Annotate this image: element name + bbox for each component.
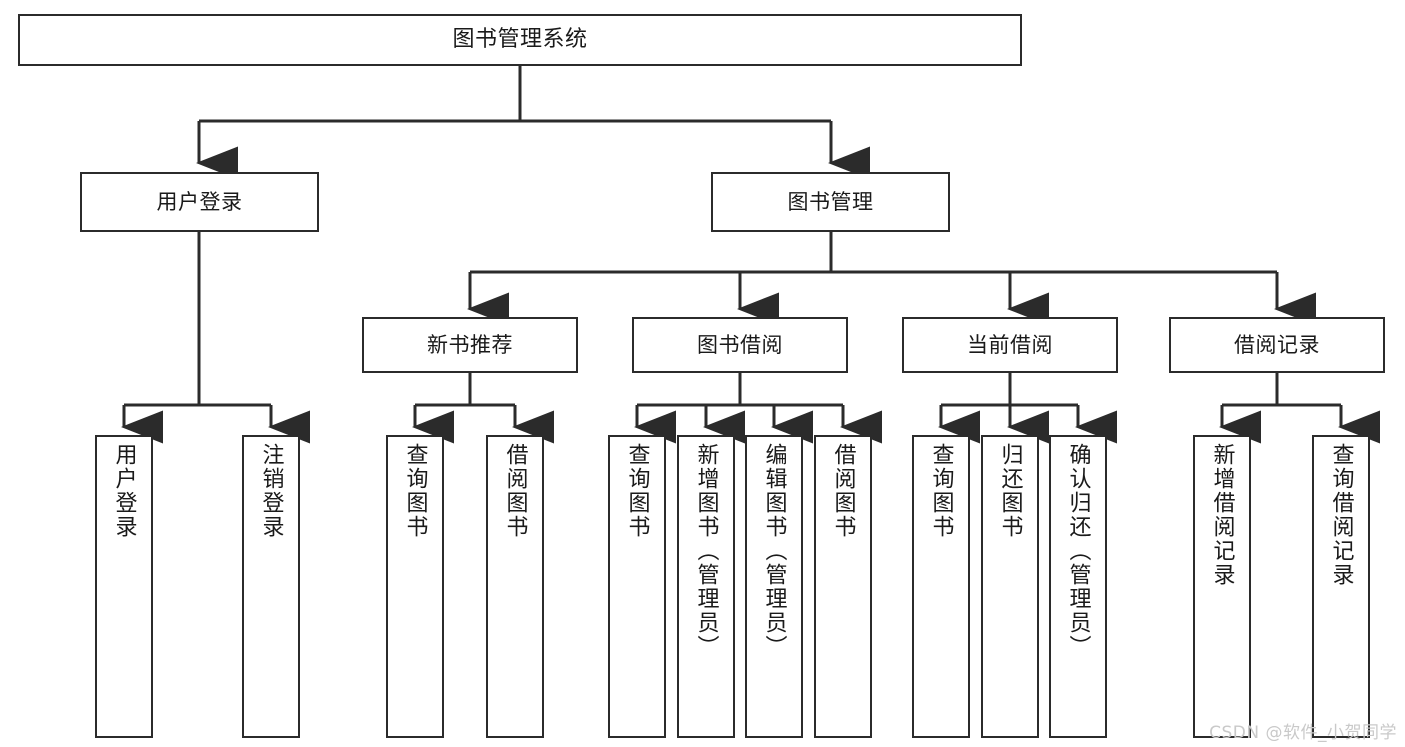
node-label: 用户登录 bbox=[111, 443, 137, 539]
leaf-logout[interactable]: 注销登录 bbox=[242, 435, 300, 738]
node-label: 归还图书 bbox=[997, 443, 1023, 539]
leaf-edit-book-admin[interactable]: 编辑图书（管理员） bbox=[745, 435, 803, 738]
node-label: 借阅记录 bbox=[1234, 332, 1320, 357]
leaf-query-book-recommendation[interactable]: 查询图书 bbox=[386, 435, 444, 738]
node-label: 用户登录 bbox=[156, 189, 243, 214]
node-label: 图书借阅 bbox=[697, 332, 783, 357]
node-label: 确认归还（管理员） bbox=[1065, 443, 1091, 659]
node-label: 编辑图书（管理员） bbox=[761, 443, 787, 659]
node-label: 借阅图书 bbox=[502, 443, 528, 539]
node-label: 借阅图书 bbox=[830, 443, 856, 539]
node-label: 新书推荐 bbox=[427, 332, 513, 357]
leaf-query-book-borrow[interactable]: 查询图书 bbox=[608, 435, 666, 738]
leaf-add-book-admin[interactable]: 新增图书（管理员） bbox=[677, 435, 735, 738]
node-label: 注销登录 bbox=[258, 443, 284, 539]
node-label: 图书管理 bbox=[787, 189, 874, 214]
node-label: 图书管理系统 bbox=[452, 27, 588, 53]
leaf-borrow-book[interactable]: 借阅图书 bbox=[814, 435, 872, 738]
node-label: 查询图书 bbox=[624, 443, 650, 539]
leaf-confirm-return-admin[interactable]: 确认归还（管理员） bbox=[1049, 435, 1107, 738]
leaf-user-login[interactable]: 用户登录 bbox=[95, 435, 153, 738]
node-new-book-recommendation[interactable]: 新书推荐 bbox=[362, 317, 578, 373]
node-current-borrow[interactable]: 当前借阅 bbox=[902, 317, 1118, 373]
node-label: 查询图书 bbox=[402, 443, 428, 539]
node-borrow-record[interactable]: 借阅记录 bbox=[1169, 317, 1385, 373]
node-book-borrow[interactable]: 图书借阅 bbox=[632, 317, 848, 373]
csdn-watermark: CSDN @软件_小贺同学 bbox=[1209, 723, 1397, 743]
node-label: 查询借阅记录 bbox=[1328, 443, 1354, 587]
node-label: 当前借阅 bbox=[967, 332, 1053, 357]
leaf-add-borrow-record[interactable]: 新增借阅记录 bbox=[1193, 435, 1251, 738]
node-root-book-management-system[interactable]: 图书管理系统 bbox=[18, 14, 1022, 66]
leaf-borrow-book-recommendation[interactable]: 借阅图书 bbox=[486, 435, 544, 738]
node-label: 新增借阅记录 bbox=[1209, 443, 1235, 587]
leaf-query-borrow-record[interactable]: 查询借阅记录 bbox=[1312, 435, 1370, 738]
leaf-query-book-current[interactable]: 查询图书 bbox=[912, 435, 970, 738]
node-label: 查询图书 bbox=[928, 443, 954, 539]
node-book-management[interactable]: 图书管理 bbox=[711, 172, 950, 232]
node-user-login[interactable]: 用户登录 bbox=[80, 172, 319, 232]
node-label: 新增图书（管理员） bbox=[693, 443, 719, 659]
leaf-return-book[interactable]: 归还图书 bbox=[981, 435, 1039, 738]
